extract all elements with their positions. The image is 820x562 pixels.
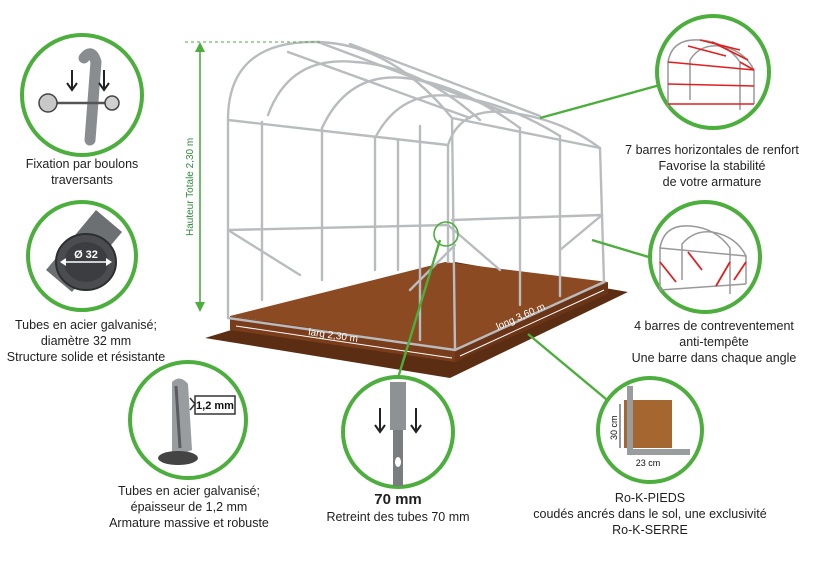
feet-dim-w: 23 cm bbox=[636, 458, 661, 468]
bracing-bars-icon bbox=[659, 225, 747, 294]
tube32-caption: Tubes en acier galvanisé; diamètre 32 mm… bbox=[6, 318, 166, 364]
bars4-callout bbox=[648, 200, 762, 314]
leader-lines bbox=[396, 83, 661, 405]
bolts-callout bbox=[20, 33, 144, 157]
thickness-badge: 1,2 mm bbox=[196, 400, 234, 412]
shrink-caption: 70 mm Retreint des tubes 70 mm bbox=[326, 491, 470, 524]
height-label: Hauteur Totale 2,30 m bbox=[185, 138, 196, 236]
height-dimension: Hauteur Totale 2,30 m bbox=[185, 41, 320, 312]
bars7-callout bbox=[655, 14, 771, 130]
thickness-callout: 1,2 mm bbox=[128, 360, 248, 480]
tube-thickness-icon: 1,2 mm bbox=[158, 378, 236, 465]
bolt-fixing-icon bbox=[38, 48, 120, 146]
tube-shrink-icon bbox=[374, 382, 422, 486]
shrink-callout bbox=[341, 375, 455, 489]
tube32-callout: Ø 32 bbox=[26, 200, 138, 312]
thickness-caption: Tubes en acier galvanisé; épaisseur de 1… bbox=[109, 484, 269, 530]
horizontal-bars-icon bbox=[667, 39, 755, 110]
feet-callout: 30 cm 23 cm bbox=[596, 376, 704, 484]
bars4-caption: 4 barres de contreventement anti-tempête… bbox=[631, 319, 797, 365]
tube-section-icon: Ø 32 bbox=[46, 210, 122, 292]
bolts-caption: Fixation par boulons traversants bbox=[25, 157, 139, 187]
ground-anchor-icon: 30 cm 23 cm bbox=[609, 386, 690, 468]
greenhouse-frame bbox=[226, 40, 606, 352]
feet-dim-h: 30 cm bbox=[609, 415, 619, 440]
feet-caption: Ro-K-PIEDS coudés ancrés dans le sol, un… bbox=[533, 491, 767, 537]
bars7-caption: 7 barres horizontales de renfort Favoris… bbox=[625, 143, 799, 189]
tube32-badge: Ø 32 bbox=[74, 249, 98, 261]
